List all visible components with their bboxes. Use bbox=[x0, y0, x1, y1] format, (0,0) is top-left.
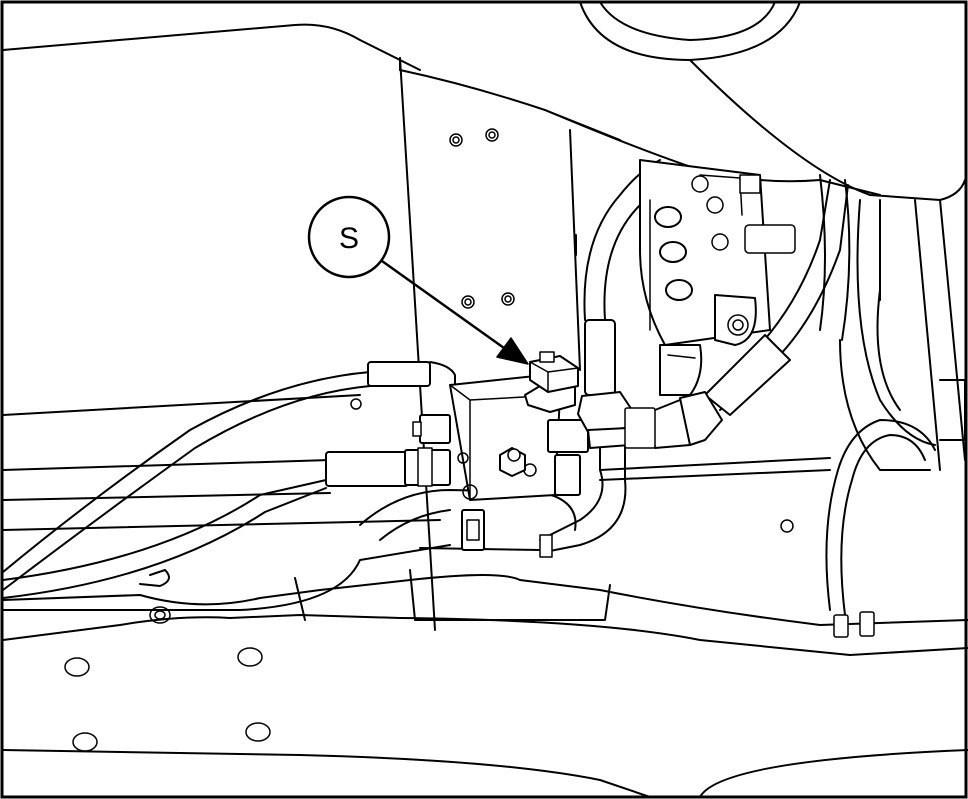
hose-left-upper bbox=[2, 361, 456, 591]
valve-bank bbox=[639, 159, 796, 396]
callout-circle bbox=[307, 195, 391, 279]
frame-rails bbox=[2, 394, 831, 533]
hose-left-lower bbox=[2, 451, 409, 599]
sensor-s bbox=[524, 351, 579, 413]
right-column bbox=[819, 174, 966, 471]
hose-right-diagonal bbox=[704, 179, 849, 416]
callout-arrowhead bbox=[496, 337, 529, 365]
callout-s: S bbox=[307, 195, 529, 365]
callout-leader-line bbox=[381, 259, 505, 350]
lower-frame-beam bbox=[2, 569, 968, 798]
callout-label: S bbox=[339, 222, 359, 255]
center-plate bbox=[350, 57, 581, 631]
hose-far-right bbox=[825, 419, 936, 638]
